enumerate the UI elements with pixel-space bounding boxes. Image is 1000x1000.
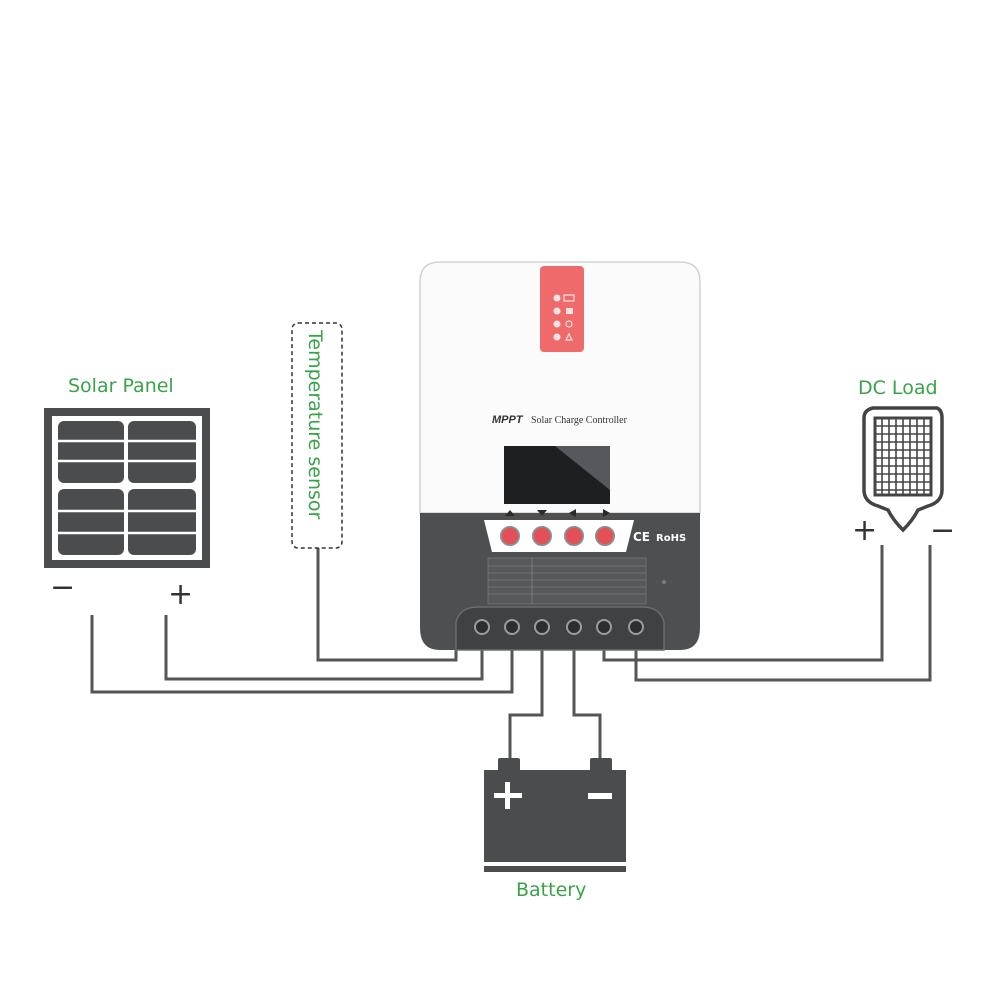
terminals bbox=[474, 619, 644, 635]
led-indicator-3 bbox=[553, 320, 561, 328]
solar-negative-sign: − bbox=[50, 570, 76, 605]
led-symbol-1 bbox=[563, 294, 575, 302]
ce-mark: CE bbox=[633, 530, 650, 544]
arrow-right-icon bbox=[603, 509, 610, 517]
led-symbol-2 bbox=[566, 308, 573, 314]
right-button[interactable] bbox=[595, 526, 615, 546]
down-button[interactable] bbox=[532, 526, 552, 546]
terminal-block bbox=[455, 606, 665, 651]
terminal-6 bbox=[628, 619, 644, 635]
battery-icon bbox=[484, 758, 626, 872]
solar-panel-label: Solar Panel bbox=[68, 375, 174, 397]
indicator-dot bbox=[662, 580, 666, 584]
nav-arrows bbox=[505, 509, 610, 517]
led-indicator-4 bbox=[553, 333, 561, 341]
battery-minus-symbol bbox=[588, 793, 612, 799]
led-indicator-1 bbox=[553, 294, 561, 302]
lcd-screen bbox=[504, 446, 610, 504]
buttons[interactable] bbox=[500, 526, 615, 546]
up-button[interactable] bbox=[500, 526, 520, 546]
temperature-sensor-icon bbox=[291, 322, 343, 549]
led-panel bbox=[540, 266, 584, 352]
wire-battery-negative bbox=[572, 628, 602, 762]
load-positive-sign: + bbox=[852, 513, 878, 548]
solar-panel-icon bbox=[44, 408, 210, 568]
terminal-4 bbox=[566, 619, 582, 635]
arrow-up-icon bbox=[505, 510, 515, 516]
led-symbol-4 bbox=[565, 332, 573, 341]
controller-name: Solar Charge Controller bbox=[531, 415, 628, 426]
terminal-1 bbox=[474, 619, 490, 635]
dc-load-lamp-icon bbox=[862, 406, 944, 533]
wire-solar-negative bbox=[90, 615, 514, 694]
led-symbol-3 bbox=[565, 320, 573, 328]
temperature-sensor-label: Temperature sensor bbox=[304, 330, 326, 520]
spec-label-lines bbox=[488, 558, 646, 604]
wire-battery-positive bbox=[508, 628, 544, 762]
left-button[interactable] bbox=[564, 526, 584, 546]
arrow-left-icon bbox=[569, 509, 576, 517]
led-indicator-2 bbox=[553, 307, 561, 315]
spec-label bbox=[487, 557, 647, 605]
dc-load-label: DC Load bbox=[858, 377, 938, 399]
rohs-mark: RoHS bbox=[656, 533, 686, 544]
controller-brand: MPPT bbox=[492, 414, 524, 426]
battery-label: Battery bbox=[516, 879, 587, 901]
load-negative-sign: − bbox=[930, 513, 956, 548]
terminal-5 bbox=[596, 619, 612, 635]
arrow-down-icon bbox=[537, 510, 547, 516]
charge-controller: MPPT Solar Charge Controller CE RoHS bbox=[419, 261, 701, 651]
solar-positive-sign: + bbox=[168, 577, 194, 612]
wire-load-negative bbox=[634, 545, 932, 682]
terminal-3 bbox=[534, 619, 550, 635]
terminal-2 bbox=[504, 619, 520, 635]
wire-solar-positive bbox=[164, 615, 484, 681]
button-panel bbox=[484, 520, 634, 552]
